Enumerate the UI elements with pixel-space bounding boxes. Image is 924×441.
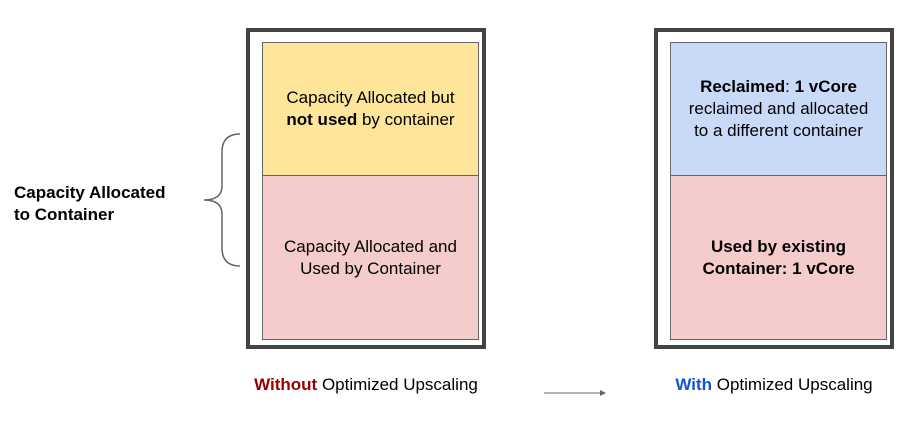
reclaimed-description: reclaimed and allocated to a different c… bbox=[688, 99, 869, 140]
right-arrow-icon bbox=[544, 390, 606, 396]
allocated-not-used-text-post: by container bbox=[357, 110, 455, 129]
with-caption: With Optimized Upscaling bbox=[654, 374, 894, 396]
with-optimization-box: Reclaimed: 1 vCore reclaimed and allocat… bbox=[654, 28, 894, 349]
not-used-emphasis: not used bbox=[286, 110, 358, 129]
reclaimed-block: Reclaimed: 1 vCore reclaimed and allocat… bbox=[671, 43, 886, 176]
reclaimed-amount: 1 vCore bbox=[789, 77, 857, 96]
without-caption-rest: Optimized Upscaling bbox=[317, 375, 478, 394]
allocated-and-used-text: Capacity Allocated and Used by Container bbox=[284, 236, 457, 278]
curly-brace-icon bbox=[203, 133, 241, 267]
without-optimization-capacity-column: Capacity Allocated but not used by conta… bbox=[262, 42, 479, 340]
allocated-not-used-text-pre: Capacity Allocated but bbox=[286, 88, 455, 107]
with-caption-rest: Optimized Upscaling bbox=[712, 375, 873, 394]
used-by-existing-text: Used by existing Container: 1 vCore bbox=[702, 236, 855, 278]
allocated-not-used-block: Capacity Allocated but not used by conta… bbox=[263, 43, 478, 176]
capacity-allocated-label-line2: to Container bbox=[14, 205, 115, 224]
without-optimization-box: Capacity Allocated but not used by conta… bbox=[246, 28, 486, 349]
with-optimization-capacity-column: Reclaimed: 1 vCore reclaimed and allocat… bbox=[670, 42, 887, 340]
used-by-existing-block: Used by existing Container: 1 vCore bbox=[671, 176, 886, 339]
without-caption: Without Optimized Upscaling bbox=[246, 374, 486, 396]
capacity-allocated-label: Capacity Allocated to Container bbox=[14, 182, 204, 226]
capacity-allocated-label-line1: Capacity Allocated bbox=[14, 183, 166, 202]
allocated-and-used-block: Capacity Allocated and Used by Container bbox=[263, 176, 478, 339]
without-keyword: Without bbox=[254, 375, 318, 394]
with-keyword: With bbox=[675, 375, 713, 394]
reclaimed-keyword: Reclaimed bbox=[700, 77, 786, 96]
